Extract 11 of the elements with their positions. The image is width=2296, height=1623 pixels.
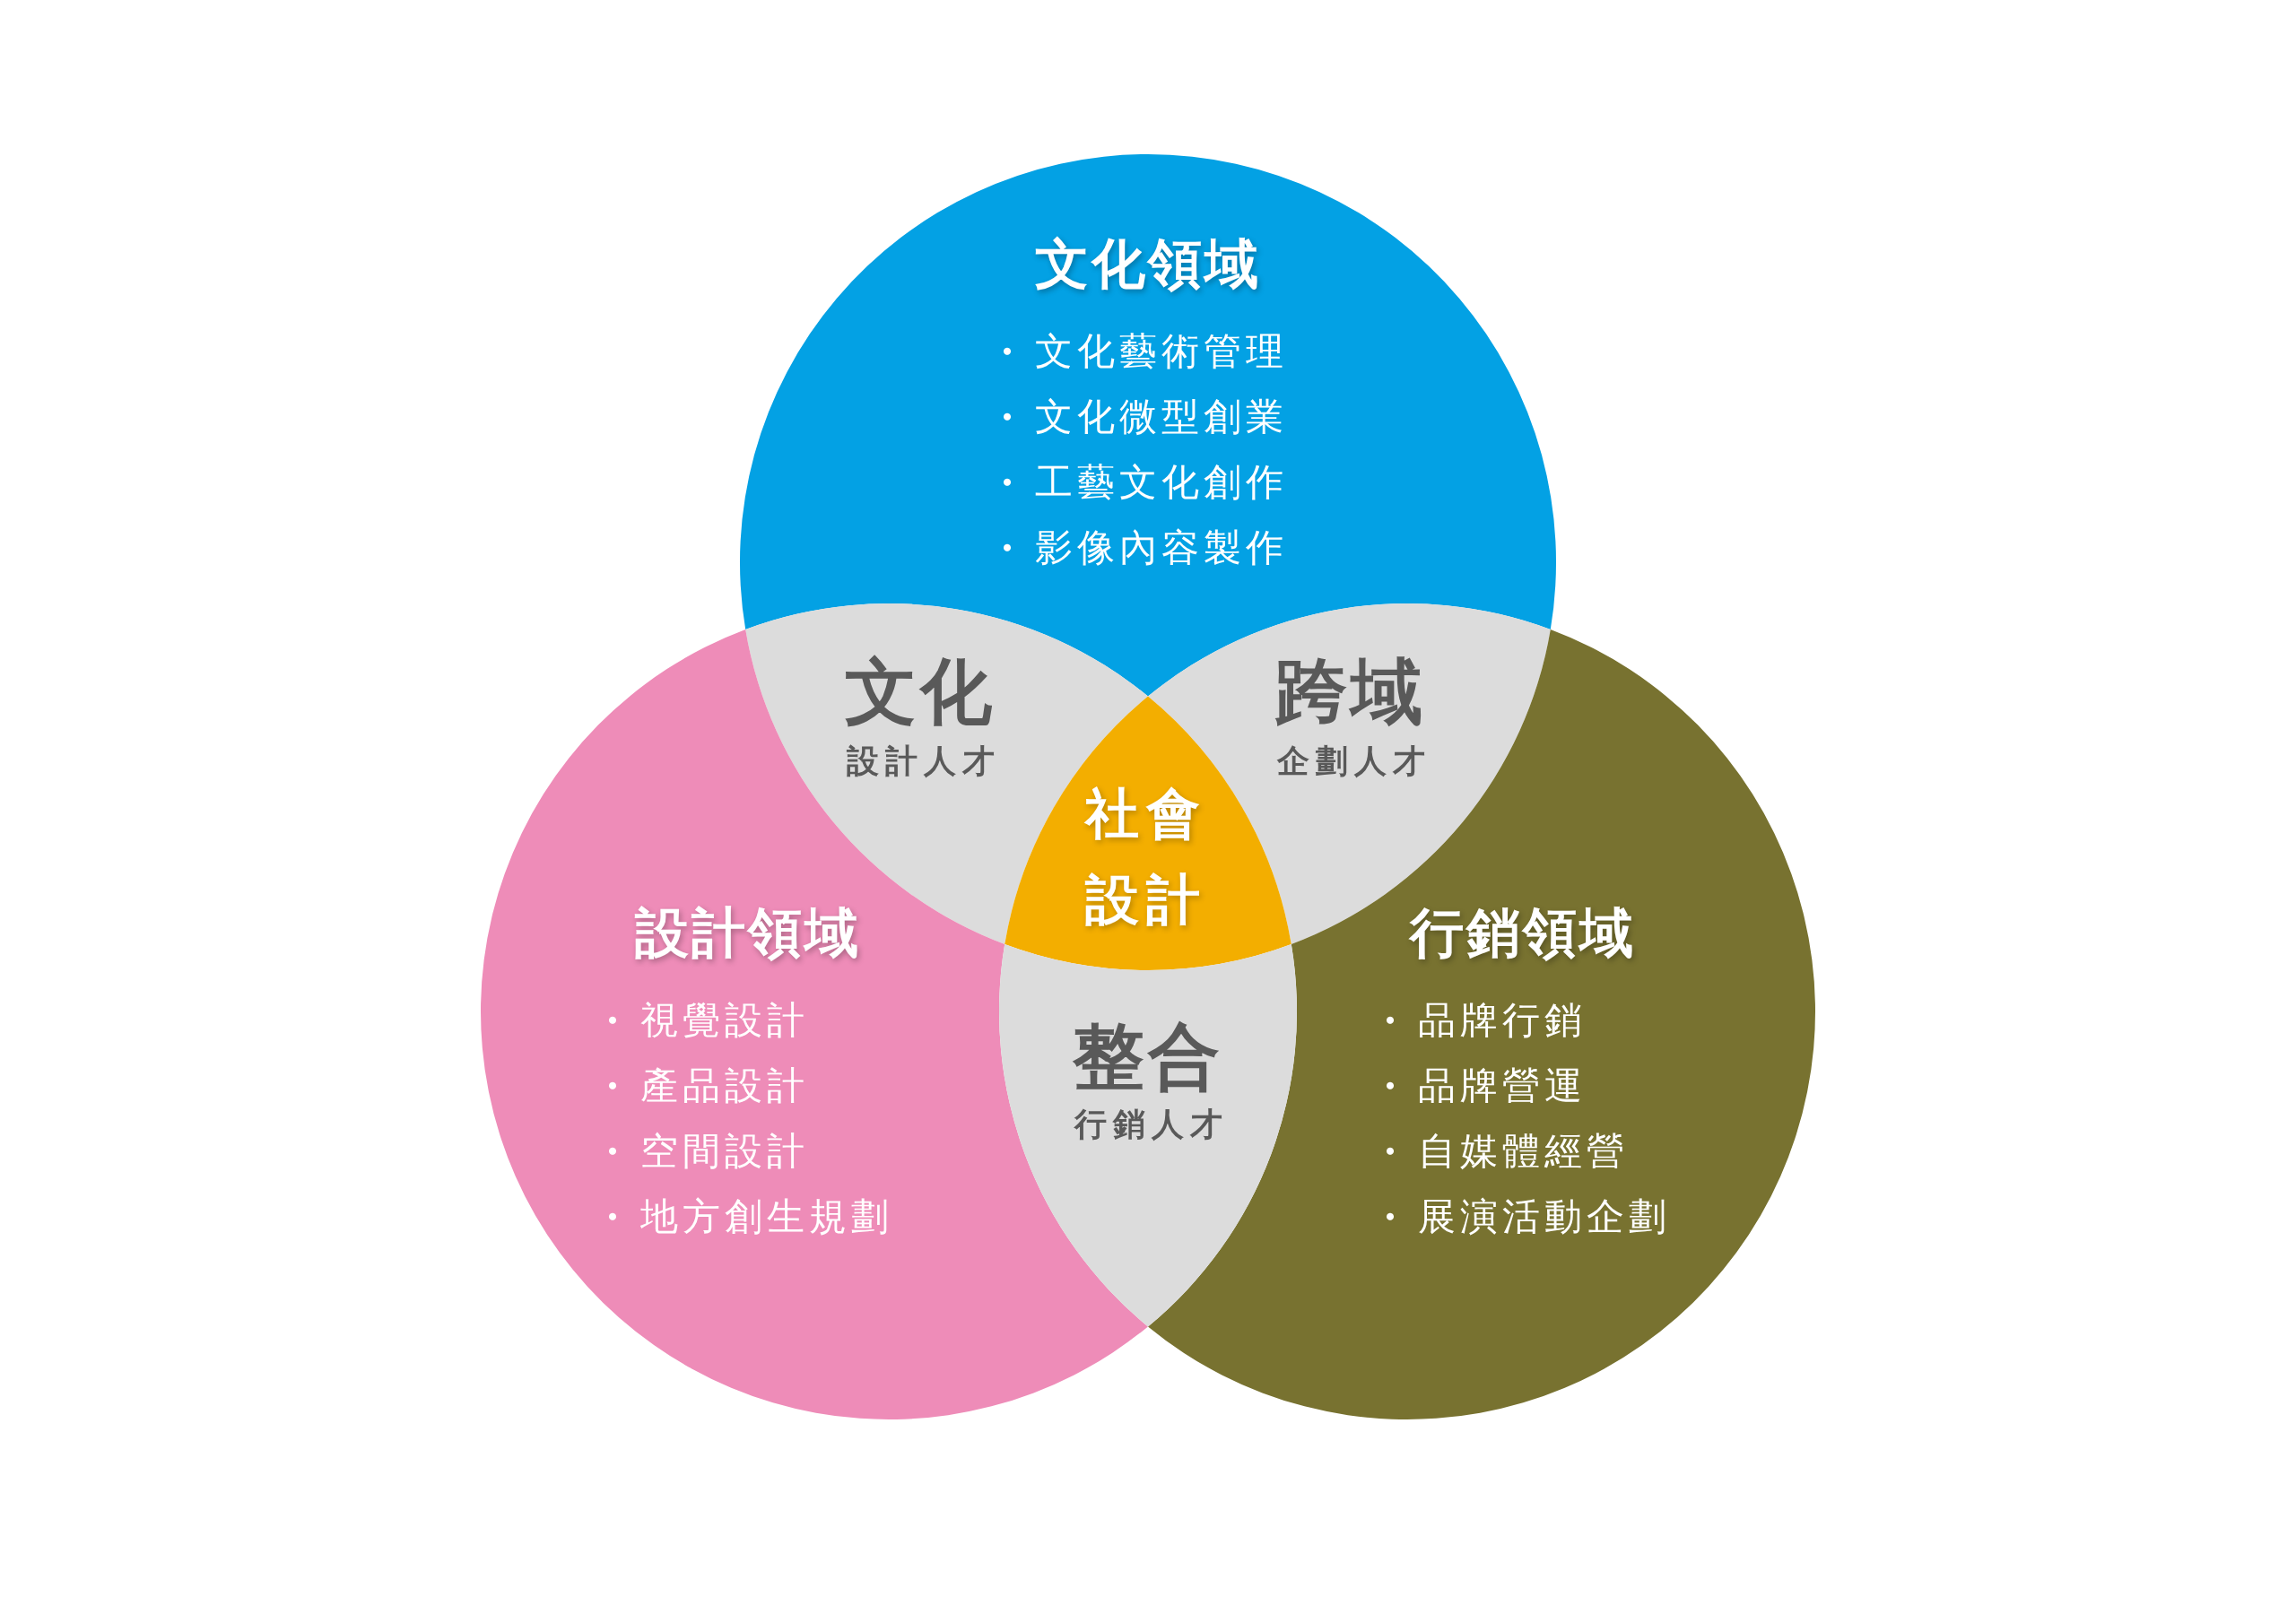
overlap-subtitle: 企劃人才 <box>1277 742 1431 781</box>
center-label: 社會設計 <box>1083 781 1208 933</box>
overlap-title: 文化 <box>845 649 996 735</box>
overlap-region <box>999 944 1297 1327</box>
domain-heading: 文化領域 <box>1035 231 1261 296</box>
overlap-title: 整合 <box>1073 1014 1223 1100</box>
domain-heading: 行銷領域 <box>1410 900 1636 965</box>
domain-heading: 設計領域 <box>635 900 861 965</box>
overlap-subtitle: 行銷人才 <box>1074 1105 1229 1144</box>
overlap-title: 跨域 <box>1275 649 1426 735</box>
overlap-subtitle: 設計人才 <box>847 742 1001 781</box>
